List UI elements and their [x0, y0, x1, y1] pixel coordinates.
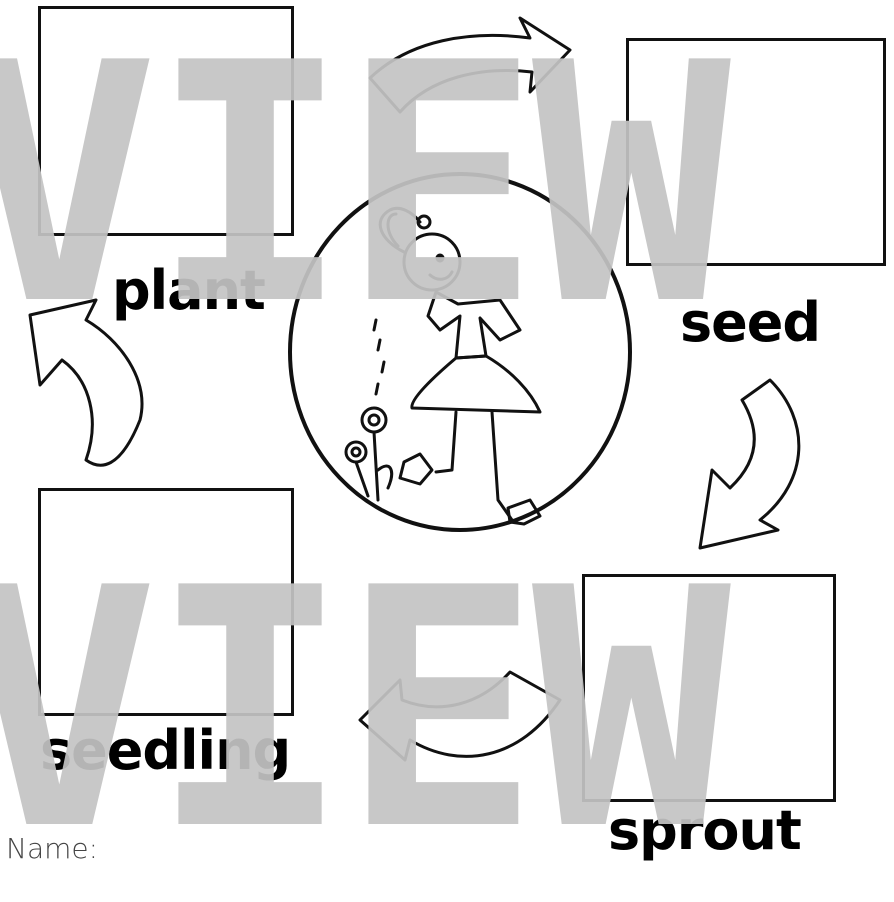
preview-watermark-top: VIEW	[0, 20, 723, 350]
life-cycle-worksheet: plant seed seedling sprout Name: VIEW VI…	[0, 0, 894, 867]
preview-watermark-bottom: VIEW	[0, 545, 723, 875]
